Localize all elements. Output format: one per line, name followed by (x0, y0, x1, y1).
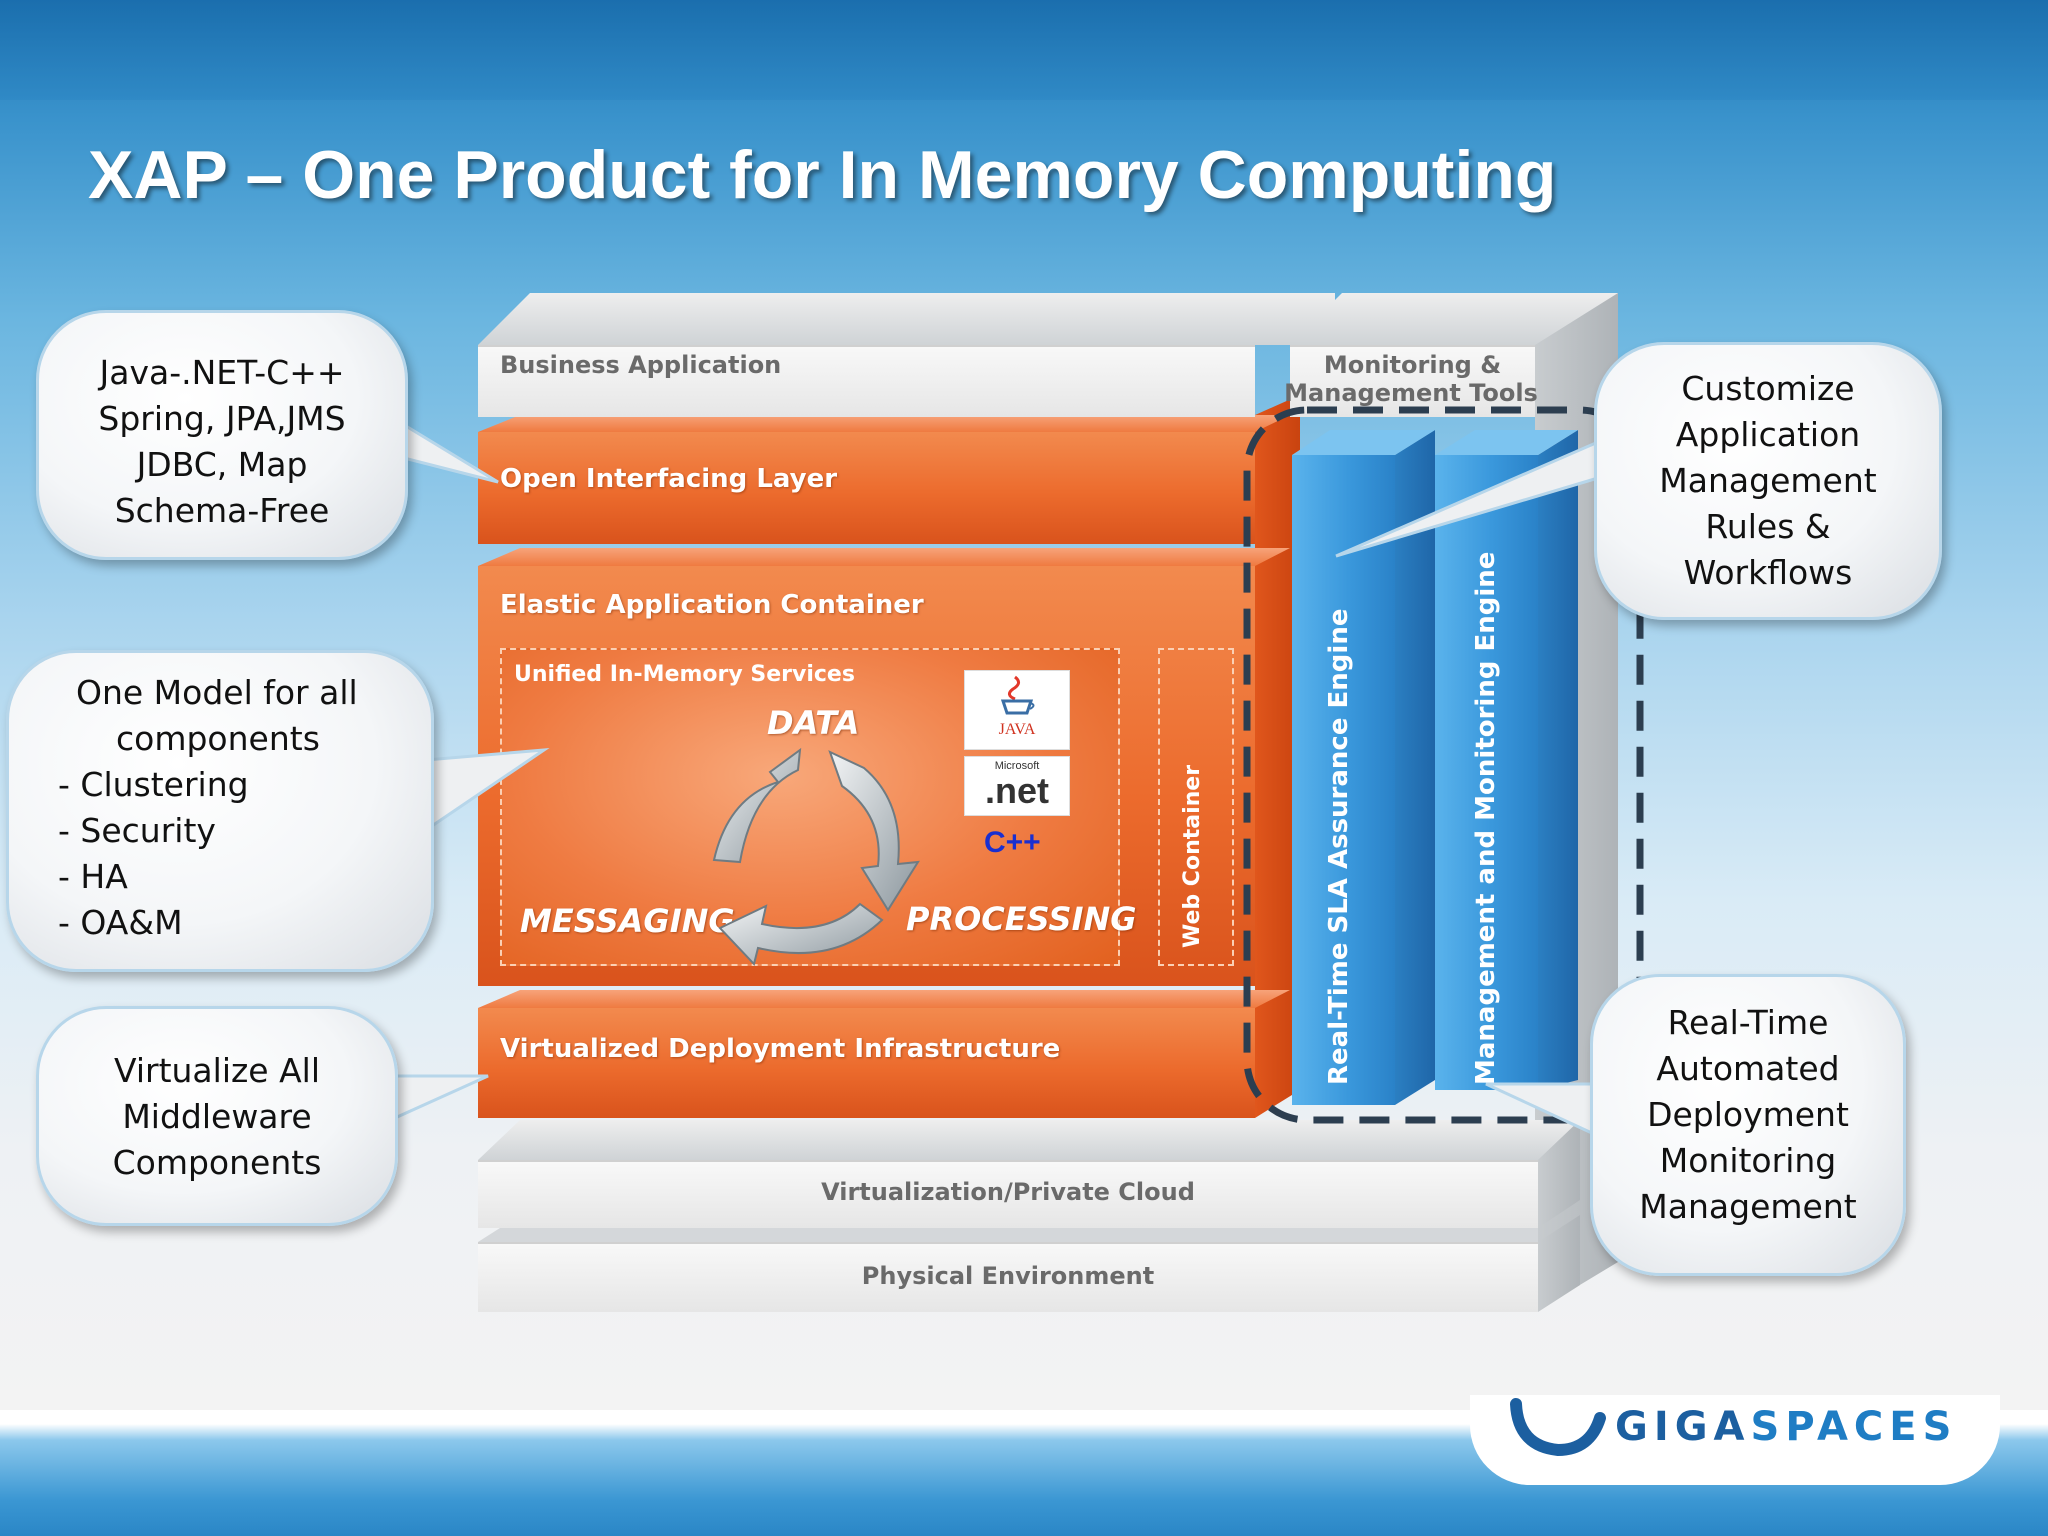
callout-line: - Security (58, 811, 216, 850)
business-application-layer: Business Application (478, 345, 1255, 417)
callout-customize-text: Customize Application Management Rules &… (1594, 366, 1942, 596)
monitoring-tools-label-1: Monitoring & (1323, 351, 1502, 379)
dotnet-small-text: Microsoft (994, 760, 1040, 772)
callout-tail (1485, 1082, 1596, 1137)
callout-line: Rules & (1705, 507, 1831, 546)
dotnet-logo-text: .net (984, 770, 1049, 811)
logo-plate (1470, 1395, 2000, 1485)
private-cloud-label: Virtualization/Private Cloud (821, 1178, 1195, 1206)
logo-prefix: GIGA (1615, 1404, 1751, 1450)
callout-one-model: One Model for all components - Clusterin… (6, 650, 550, 972)
unified-services-box: Unified In-Memory Services DATA MESSAGIN… (500, 648, 1137, 967)
callout-line: One Model for all (76, 673, 358, 712)
logo-suffix: SPACES (1750, 1404, 1958, 1450)
open-interfacing-layer: Open Interfacing Layer (478, 432, 1255, 544)
physical-environment-layer: Physical Environment (478, 1242, 1538, 1312)
private-cloud-layer: Virtualization/Private Cloud (478, 1160, 1538, 1228)
callout-line: Virtualize All (113, 1051, 321, 1090)
elastic-application-container: Elastic Application Container Unified In… (478, 566, 1255, 986)
monitoring-top-face (1290, 293, 1618, 345)
callout-virtualize: Virtualize All Middleware Components (36, 1006, 489, 1226)
physical-side-face (1538, 1215, 1580, 1312)
callout-line: Management (1639, 1187, 1857, 1226)
callout-line: - OA&M (58, 903, 183, 942)
elastic-container-label: Elastic Application Container (500, 590, 924, 620)
blue-column-2-top (1435, 430, 1578, 455)
monitoring-engine-column: Management and Monitoring Engine (1435, 455, 1538, 1090)
unified-services-label: Unified In-Memory Services (514, 662, 855, 687)
callout-languages: Java-.NET-C++ Spring, JPA,JMS JDBC, Map … (36, 310, 499, 560)
orange-side-face (1255, 395, 1300, 1118)
slide-title: XAP – One Product for In Memory Computin… (88, 137, 1557, 213)
callout-line: Real-Time (1667, 1003, 1829, 1042)
orange-step-3 (478, 990, 1290, 1008)
orange-step-2 (478, 548, 1290, 566)
processing-label: PROCESSING (906, 900, 1137, 938)
callout-tail (1335, 439, 1600, 558)
sla-engine-column: Real-Time SLA Assurance Engine (1292, 455, 1395, 1105)
gigaspaces-logo: GIGASPACES (1615, 1404, 1957, 1450)
callout-realtime-text: Real-Time Automated Deployment Monitorin… (1590, 1000, 1906, 1230)
business-application-label: Business Application (500, 351, 782, 379)
cloud-top-face (478, 1120, 1580, 1160)
monitoring-tools-label-2: Management Tools (1284, 379, 1538, 407)
callout-bubble (36, 1006, 398, 1226)
callout-line: Deployment (1647, 1095, 1849, 1134)
callout-bubble (6, 650, 434, 972)
cloud-side-face (1538, 1120, 1580, 1228)
callout-line: - Clustering (58, 765, 249, 804)
gigaspaces-swirl-icon (1510, 1398, 1606, 1457)
callout-line: Monitoring (1659, 1141, 1837, 1180)
callout-line: JDBC, Map (136, 445, 308, 484)
blue-column-1-top (1292, 430, 1435, 455)
callout-line: Components (112, 1143, 322, 1182)
cpp-logo: C++ (984, 826, 1041, 859)
callout-one-model-text: One Model for all components - Clusterin… (58, 670, 428, 946)
callout-line: - HA (58, 857, 128, 896)
java-cup-icon (1000, 675, 1035, 715)
java-logo: JAVA (964, 670, 1070, 750)
callout-line: Java-.NET-C++ (99, 353, 345, 392)
callout-line: Workflows (1683, 553, 1853, 592)
callout-line: components (116, 719, 320, 758)
callout-line: Customize (1681, 369, 1855, 408)
orange-step-1 (478, 415, 1290, 432)
callout-line: Automated (1656, 1049, 1840, 1088)
blue-column-2-side (1538, 430, 1578, 1090)
callout-virtualize-text: Virtualize All Middleware Components (36, 1048, 398, 1186)
virtualized-deployment-layer: Virtualized Deployment Infrastructure (478, 1008, 1255, 1118)
callout-line: Middleware (122, 1097, 312, 1136)
physical-environment-label: Physical Environment (861, 1262, 1155, 1290)
callout-customize: Customize Application Management Rules &… (1335, 342, 1942, 620)
messaging-label: MESSAGING (520, 902, 735, 940)
callout-bubble (1594, 342, 1942, 620)
callout-line: Application (1675, 415, 1861, 454)
top-band (0, 0, 2048, 100)
open-interfacing-label: Open Interfacing Layer (500, 464, 838, 494)
callout-bubble (36, 310, 408, 560)
callout-line: Spring, JPA,JMS (98, 399, 346, 438)
virtualized-deployment-label: Virtualized Deployment Infrastructure (500, 1034, 1061, 1064)
java-logo-text: JAVA (998, 721, 1036, 738)
monitoring-tools-layer: Monitoring & Management Tools (1284, 345, 1538, 417)
cycle-arrows-icon (712, 747, 920, 967)
callout-languages-text: Java-.NET-C++ Spring, JPA,JMS JDBC, Map … (36, 350, 408, 534)
callout-line: Management (1659, 461, 1877, 500)
callout-bubble (1590, 974, 1906, 1276)
physical-top-face (478, 1228, 1538, 1242)
stack-top-face (478, 293, 1335, 345)
web-container-box: Web Container (1158, 648, 1234, 966)
callout-line: Schema-Free (114, 491, 330, 530)
data-label: DATA (767, 704, 860, 742)
callout-realtime: Real-Time Automated Deployment Monitorin… (1485, 974, 1906, 1276)
blue-column-1-side (1395, 430, 1435, 1105)
dotnet-logo: Microsoft .net (964, 756, 1070, 816)
